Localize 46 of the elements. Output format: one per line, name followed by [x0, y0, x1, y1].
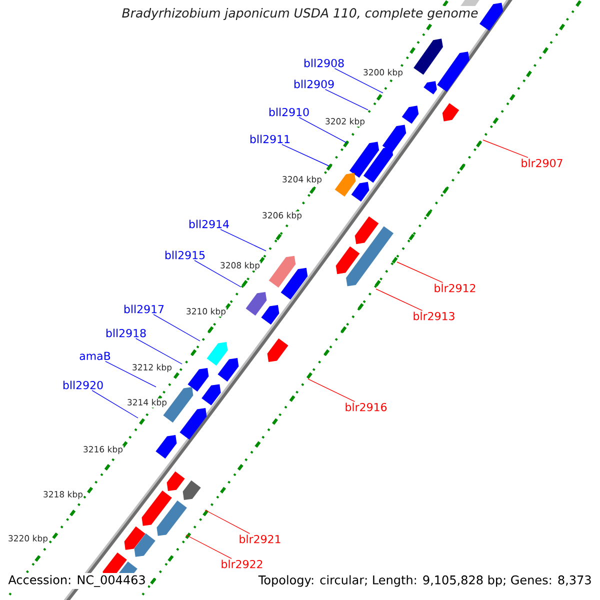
gene-label: blr2912	[434, 284, 476, 292]
tick-label: 3206 kbp	[261, 211, 303, 221]
leader-line	[482, 140, 528, 158]
leader-line	[396, 262, 444, 283]
title: Bradyrhizobium japonicum USDA 110, complete genome	[120, 6, 480, 22]
gene-label: bll2909	[294, 80, 334, 88]
leader-line	[282, 144, 330, 166]
gene-label: amaB	[80, 352, 110, 360]
leader-line	[334, 68, 384, 94]
genome-summary: Topology: circular; Length: 9,105,828 bp; Genes: 8,373	[256, 573, 594, 589]
leader-line	[376, 288, 423, 311]
tick-label: 3218 kbp	[42, 490, 84, 500]
tick-label: 3220 kbp	[7, 534, 49, 544]
accession-label: Accession: NC_004463	[6, 573, 148, 589]
tick-label: 3214 kbp	[126, 398, 168, 408]
gene-label: bll2917	[124, 304, 164, 314]
tick-label: 3216 kbp	[82, 445, 124, 455]
tick-label: 3208 kbp	[219, 261, 261, 271]
gene-label: blr2922	[222, 560, 262, 568]
leader-line	[204, 510, 250, 534]
gene-label: bll2914	[189, 220, 229, 228]
leader-line	[92, 390, 138, 418]
gene-label: bll2915	[165, 250, 205, 260]
leader-line	[105, 360, 156, 388]
leader-line	[298, 117, 348, 144]
tick-label: 3204 kbp	[281, 175, 323, 185]
leader-line	[153, 314, 200, 342]
gene-label: bll2920	[63, 380, 103, 390]
leader-line	[186, 534, 232, 559]
tick-label: 3202 kbp	[324, 117, 366, 127]
tick-label: 3200 kbp	[362, 68, 404, 78]
gene-label: bll2908	[304, 58, 344, 68]
gene-label: bll2918	[106, 328, 146, 338]
gene-label: bll2910	[269, 108, 309, 116]
gene-label: bll2911	[250, 134, 290, 144]
gene-label: blr2913	[414, 312, 454, 320]
leader-line	[308, 378, 356, 402]
leader-line	[136, 338, 182, 364]
tick-label: 3210 kbp	[185, 307, 227, 317]
gene-label: blr2907	[522, 158, 562, 168]
gene-label: blr2921	[240, 534, 280, 544]
leader-line	[194, 260, 242, 288]
leader-line	[324, 89, 368, 110]
leader-line	[220, 229, 266, 252]
tick-label: 3212 kbp	[131, 363, 173, 373]
gene-label: blr2916	[346, 402, 387, 412]
